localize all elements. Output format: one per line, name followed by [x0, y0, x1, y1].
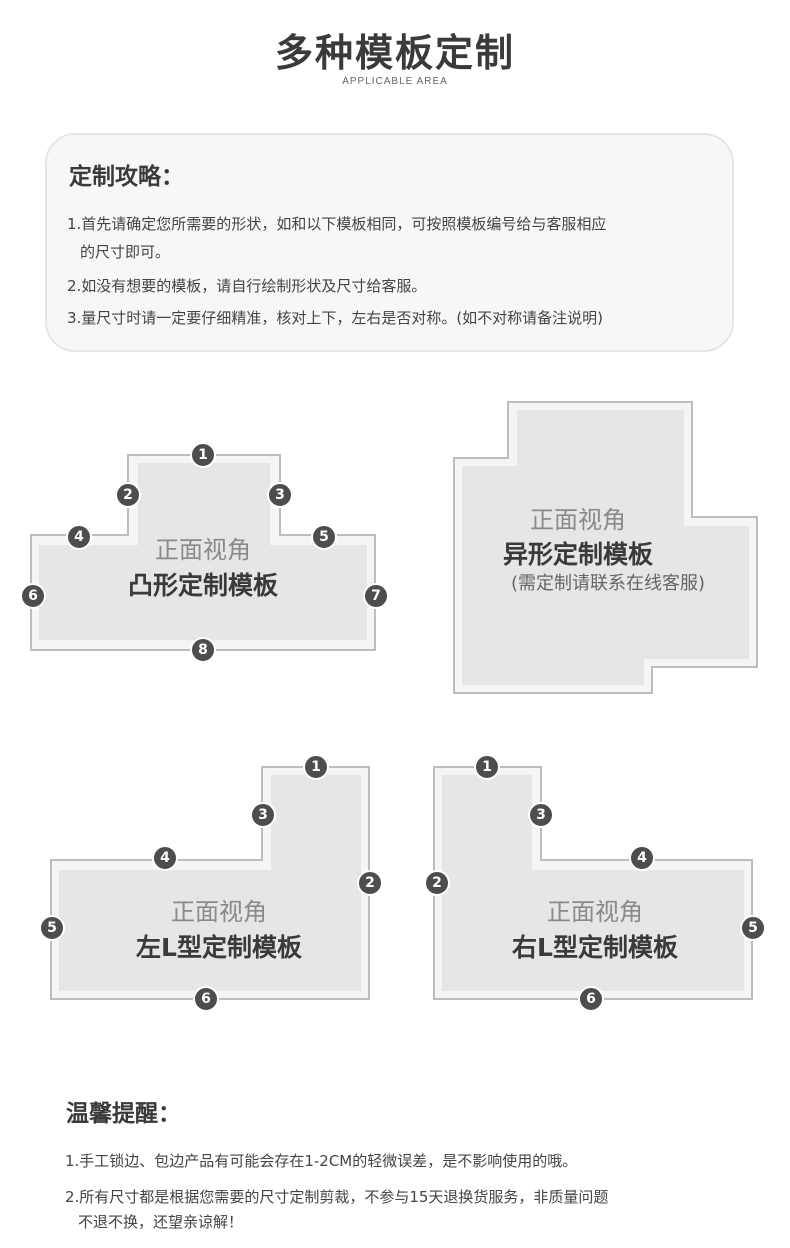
svg-text:6: 6 — [201, 991, 211, 1007]
convex-marker-2: 2 — [115, 482, 141, 508]
convex-marker-1: 1 — [190, 442, 216, 468]
right-l-marker-3: 3 — [528, 802, 554, 828]
svg-text:8: 8 — [198, 642, 208, 658]
page-subtitle: APPLICABLE AREA — [342, 76, 448, 87]
tip-line-2-cont: 不退不换，还望亲谅解！ — [78, 1213, 244, 1231]
svg-text:5: 5 — [47, 920, 57, 936]
svg-text:5: 5 — [319, 529, 329, 545]
right-l-template: 正面视角 右L型定制模板 1 2 3 4 5 6 — [424, 754, 766, 1012]
right-l-view-label: 正面视角 — [547, 898, 643, 926]
convex-marker-5: 5 — [311, 524, 337, 550]
left-l-marker-4: 4 — [152, 845, 178, 871]
svg-text:4: 4 — [160, 850, 170, 866]
svg-text:1: 1 — [198, 447, 208, 463]
left-l-marker-6: 6 — [193, 986, 219, 1012]
irregular-view-label: 正面视角 — [530, 506, 626, 534]
left-l-marker-5: 5 — [39, 915, 65, 941]
svg-text:1: 1 — [311, 759, 321, 775]
convex-marker-6: 6 — [20, 583, 46, 609]
convex-marker-4: 4 — [66, 524, 92, 550]
guide-title: 定制攻略： — [69, 164, 184, 190]
left-l-marker-2: 2 — [357, 870, 383, 896]
svg-text:3: 3 — [275, 487, 285, 503]
svg-text:6: 6 — [28, 588, 38, 604]
right-l-marker-4: 4 — [629, 845, 655, 871]
tip-line-2: 2.所有尺寸都是根据您需要的尺寸定制剪裁，不参与15天退换货服务，非质量问题 — [65, 1188, 609, 1206]
convex-marker-7: 7 — [363, 583, 389, 609]
left-l-marker-1: 1 — [303, 754, 329, 780]
right-l-marker-1: 1 — [474, 754, 500, 780]
right-l-name-label: 右L型定制模板 — [512, 933, 678, 962]
left-l-name-label: 左L型定制模板 — [136, 933, 302, 962]
left-l-view-label: 正面视角 — [171, 898, 267, 926]
irregular-template: 正面视角 异形定制模板 (需定制请联系在线客服) — [453, 401, 758, 694]
left-l-template: 正面视角 左L型定制模板 1 2 3 4 5 6 — [39, 754, 383, 1012]
svg-text:1: 1 — [482, 759, 492, 775]
svg-text:3: 3 — [258, 807, 268, 823]
svg-text:2: 2 — [432, 875, 442, 891]
svg-text:4: 4 — [637, 850, 647, 866]
convex-marker-3: 3 — [267, 482, 293, 508]
svg-text:7: 7 — [371, 588, 381, 604]
right-l-marker-6: 6 — [578, 986, 604, 1012]
svg-text:3: 3 — [536, 807, 546, 823]
svg-text:4: 4 — [74, 529, 84, 545]
svg-text:2: 2 — [365, 875, 375, 891]
svg-text:6: 6 — [586, 991, 596, 1007]
svg-text:5: 5 — [748, 920, 758, 936]
convex-shape-inner — [39, 463, 367, 640]
convex-view-label: 正面视角 — [155, 536, 251, 564]
right-l-marker-2: 2 — [424, 870, 450, 896]
irregular-name-label: 异形定制模板 — [503, 540, 653, 569]
svg-text:2: 2 — [123, 487, 133, 503]
guide-panel: 定制攻略： 1.首先请确定您所需要的形状，如和以下模板相同，可按照模板编号给与客… — [45, 133, 734, 352]
left-l-shape-inner — [59, 775, 361, 991]
right-l-marker-5: 5 — [740, 915, 766, 941]
guide-line-1-cont: 的尺寸即可。 — [80, 243, 171, 261]
tips-title: 温馨提醒： — [66, 1101, 181, 1127]
guide-line-3: 3.量尺寸时请一定要仔细精准，核对上下，左右是否对称。(如不对称请备注说明) — [67, 309, 604, 327]
convex-name-label: 凸形定制模板 — [128, 571, 278, 600]
irregular-shape-inner — [462, 410, 749, 685]
left-l-marker-3: 3 — [250, 802, 276, 828]
convex-marker-8: 8 — [190, 637, 216, 663]
tip-line-1: 1.手工锁边、包边产品有可能会存在1-2CM的轻微误差，是不影响使用的哦。 — [65, 1152, 578, 1170]
irregular-note-label: (需定制请联系在线客服) — [511, 573, 705, 594]
right-l-shape-inner — [442, 775, 744, 991]
guide-line-2: 2.如没有想要的模板，请自行绘制形状及尺寸给客服。 — [67, 277, 427, 295]
guide-line-1: 1.首先请确定您所需要的形状，如和以下模板相同，可按照模板编号给与客服相应 — [67, 215, 607, 233]
convex-template: 正面视角 凸形定制模板 1 2 3 4 5 6 7 8 — [20, 442, 389, 663]
page-title: 多种模板定制 — [274, 31, 515, 75]
